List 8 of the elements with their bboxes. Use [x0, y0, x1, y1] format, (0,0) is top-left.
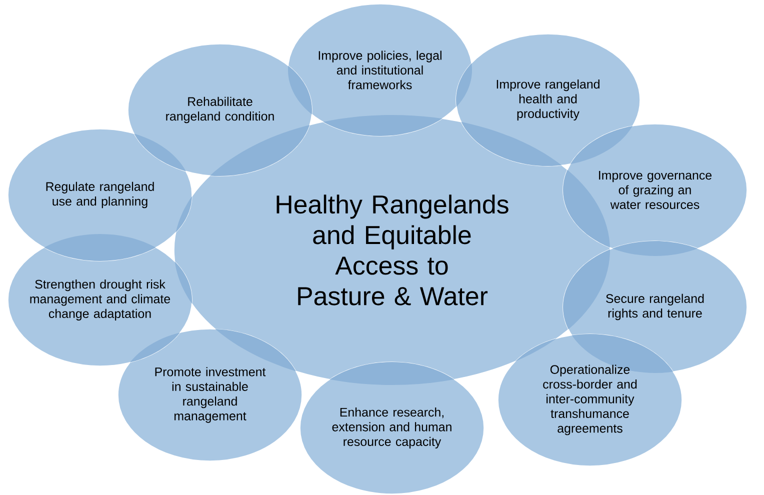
- circle-node: Promote investment in sustainable rangeland management: [118, 328, 302, 462]
- circle-node: Rehabilitate rangeland condition: [128, 44, 312, 176]
- circle-node: Improve rangeland health and productivity: [456, 34, 640, 166]
- circle-node: Operationalize cross-border and inter-community transhumance agreements: [498, 334, 682, 466]
- node-label: Enhance research, extension and human resource capacity: [332, 407, 452, 448]
- circle-node: Regulate rangeland use and planning: [8, 128, 192, 262]
- circle-node: Enhance research, extension and human resource capacity: [300, 362, 484, 494]
- circle-node: Improve governance of grazing an water resources: [562, 124, 748, 256]
